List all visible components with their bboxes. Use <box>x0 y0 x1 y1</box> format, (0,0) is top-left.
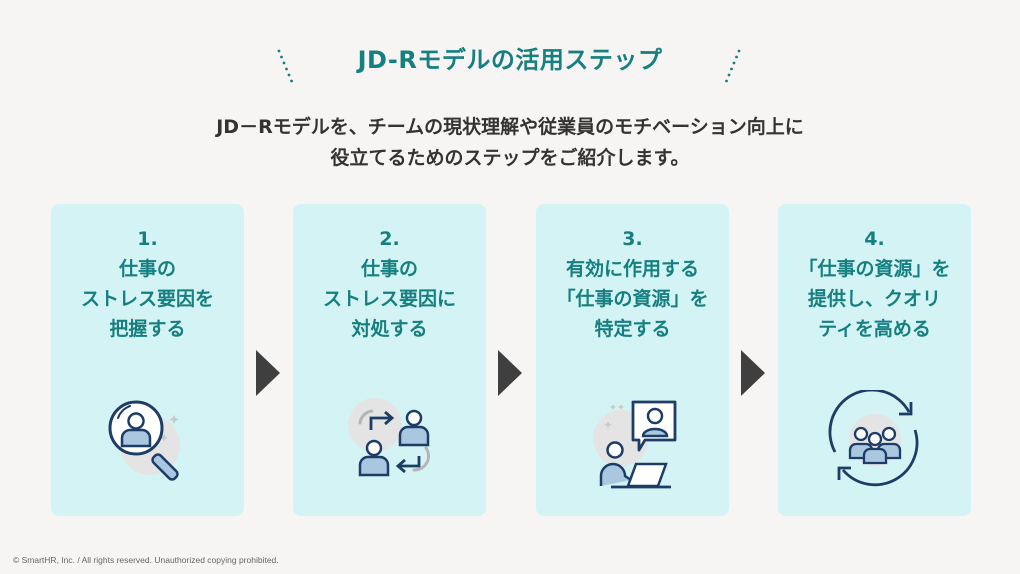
subtitle: JD－Rモデルを、チームの現状理解や従業員のモチベーション向上に 役立てるための… <box>0 112 1020 174</box>
decorative-dots-left-icon <box>277 49 293 83</box>
decorative-dots-right-icon <box>725 49 741 83</box>
step-card-1: 1. 仕事の ストレス要因を 把握する <box>51 204 244 516</box>
step-number: 1. <box>137 228 158 250</box>
next-arrow-icon <box>498 350 522 396</box>
step-text: 仕事の ストレス要因を 把握する <box>80 258 214 340</box>
search-person-icon <box>108 400 180 481</box>
online-meeting-icon <box>592 400 676 489</box>
step-text: 仕事の ストレス要因に 対処する <box>322 258 456 340</box>
next-arrow-icon <box>741 350 765 396</box>
step-number: 3. <box>622 228 643 250</box>
copyright-footer: © SmartHR, Inc. / All rights reserved. U… <box>13 555 279 565</box>
step-text: 「仕事の資源」を 提供し、クオリ ティを高める <box>798 258 951 340</box>
next-arrow-icon <box>256 350 280 396</box>
step-card-4: 4. 「仕事の資源」を 提供し、クオリ ティを高める <box>778 204 971 516</box>
page-title: JD-Rモデルの活用ステップ <box>357 46 663 74</box>
step-card-3: 3. 有効に作用する 「仕事の資源」を 特定する <box>536 204 729 516</box>
step-number: 2. <box>379 228 400 250</box>
team-cycle-icon <box>828 390 918 487</box>
step-card-2: 2. 仕事の ストレス要因に 対処する <box>293 204 486 516</box>
title-container: JD-Rモデルの活用ステップ <box>0 40 1020 75</box>
step-text: 有効に作用する 「仕事の資源」を 特定する <box>556 258 709 340</box>
subtitle-line-2: 役立てるためのステップをご紹介します。 <box>330 147 690 169</box>
step-number: 4. <box>864 228 885 250</box>
subtitle-line-1: JD－Rモデルを、チームの現状理解や従業員のモチベーション向上に <box>216 116 804 138</box>
exchange-people-icon <box>347 398 430 477</box>
